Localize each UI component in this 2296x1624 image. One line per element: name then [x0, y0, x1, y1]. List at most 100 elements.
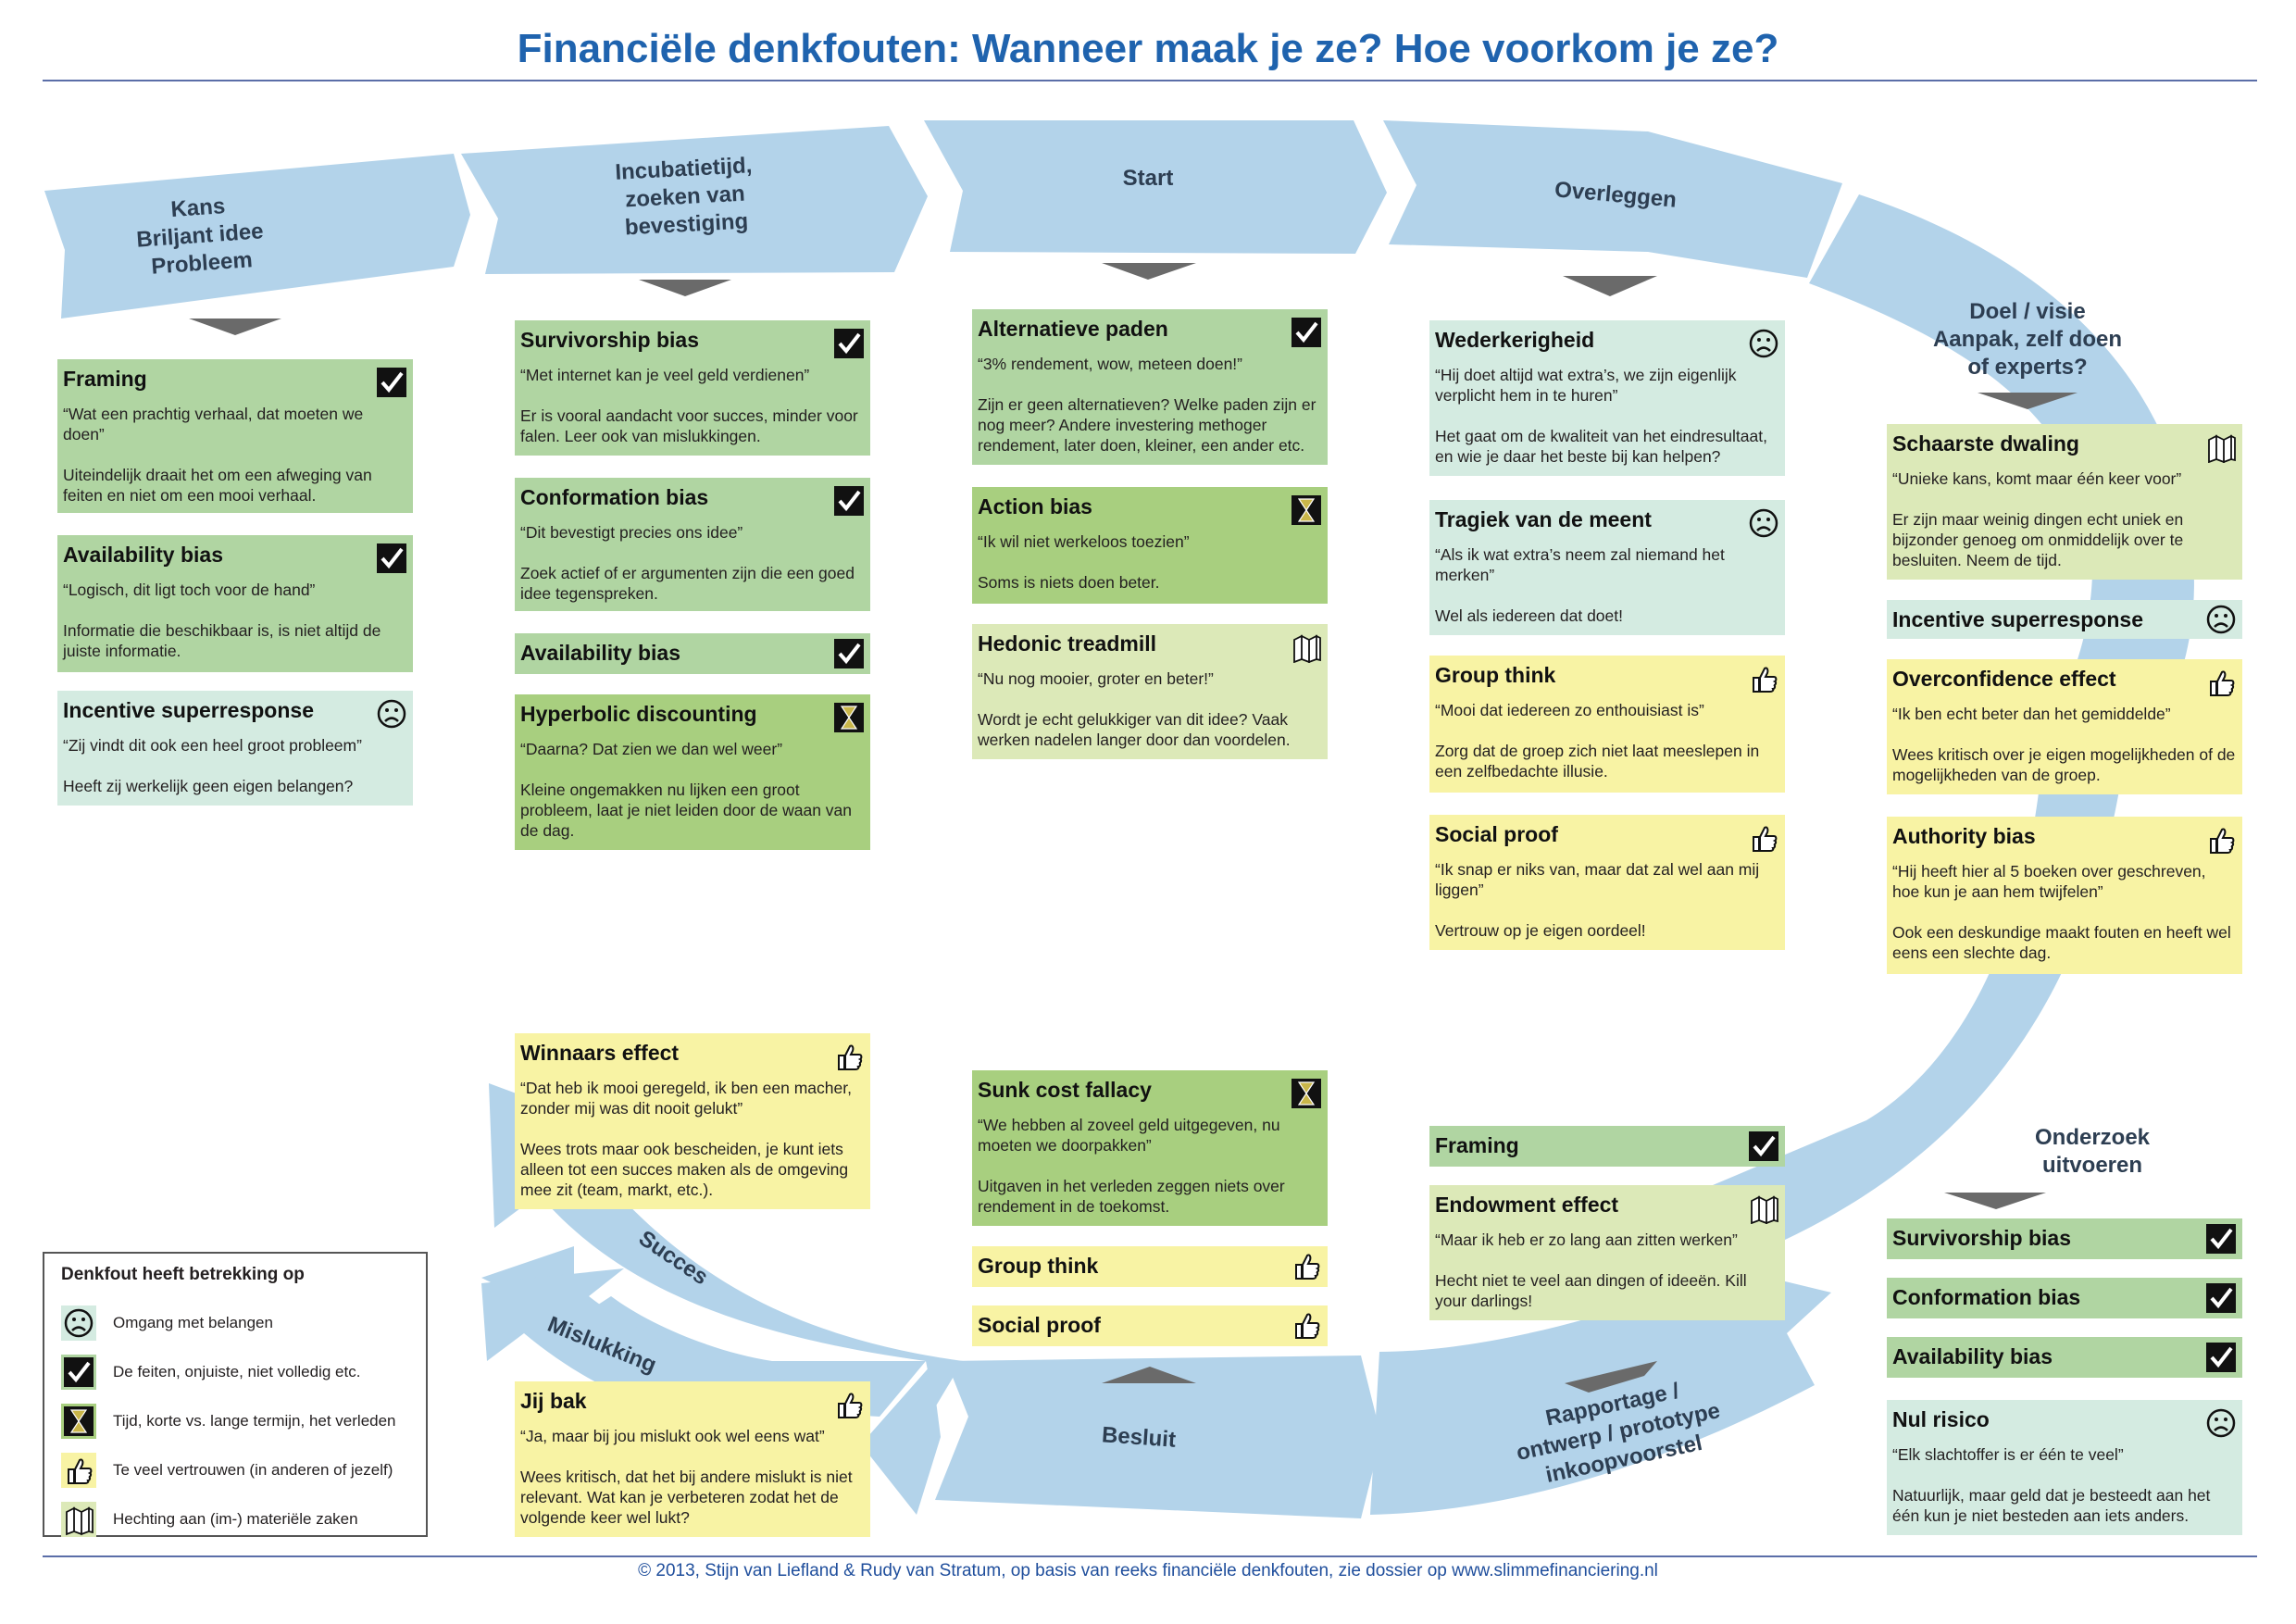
card-authority-bias: Authority bias “Hij heeft hier al 5 boek…	[1887, 817, 2242, 974]
frown-icon	[1749, 508, 1778, 538]
frown-icon	[1749, 329, 1778, 358]
card-title: Hedonic treadmill	[978, 631, 1156, 656]
frown-icon	[64, 1308, 94, 1337]
card-body: Zijn er geen alternatieven? Welke paden …	[978, 395, 1316, 455]
card-group-think-2: Group think	[972, 1246, 1328, 1287]
check-icon	[1291, 317, 1322, 348]
card-group-think-1: Group think “Mooi dat iedereen zo enthou…	[1429, 656, 1785, 793]
card-conformation-bias-1: Conformation bias “Dit bevestigt precies…	[515, 478, 870, 611]
card-body: Vertrouw op je eigen oordeel!	[1435, 921, 1646, 940]
frown-icon	[377, 699, 406, 729]
card-endowment-effect: Endowment effect “Maar ik heb er zo lang…	[1429, 1185, 1785, 1320]
card-quote: “Maar ik heb er zo lang aan zitten werke…	[1435, 1230, 1738, 1249]
check-icon	[376, 367, 407, 398]
card-title: Conformation bias	[520, 485, 709, 509]
card-hyperbolic-discounting: Hyperbolic discounting “Daarna? Dat zien…	[515, 694, 870, 850]
top-rule	[43, 80, 2257, 81]
check-icon	[833, 485, 865, 517]
card-body: Zorg dat de groep zich niet laat meeslep…	[1435, 742, 1760, 781]
books-icon	[1293, 635, 1321, 663]
card-sunk-cost-fallacy: Sunk cost fallacy “We hebben al zoveel g…	[972, 1070, 1328, 1226]
card-framing-1: Framing “Wat een prachtig verhaal, dat m…	[57, 359, 413, 513]
card-quote: “Elk slachtoffer is er één te veel”	[1892, 1445, 2124, 1464]
card-quote: “Met internet kan je veel geld verdienen…	[520, 366, 810, 384]
hourglass-icon	[1291, 1078, 1322, 1109]
thumb-icon	[1753, 667, 1778, 693]
card-quote: “We hebben al zoveel geld uitgegeven, nu…	[978, 1116, 1280, 1155]
legend-row-materieel: Hechting aan (im-) materiële zaken	[61, 1494, 409, 1543]
card-quote: “Als ik wat extra’s neem zal niemand het…	[1435, 545, 1725, 584]
legend-label: De feiten, onjuiste, niet volledig etc.	[113, 1362, 361, 1380]
check-icon	[62, 1355, 95, 1389]
card-quote: “Logisch, dit ligt toch voor de hand”	[63, 581, 316, 599]
card-overconfidence-effect: Overconfidence effect “Ik ben echt beter…	[1887, 659, 2242, 794]
card-wederkerigheid: Wederkerigheid “Hij doet altijd wat extr…	[1429, 320, 1785, 476]
card-title: Survivorship bias	[520, 328, 700, 352]
check-icon	[833, 638, 865, 669]
card-social-proof-1: Social proof “Ik snap er niks van, maar …	[1429, 815, 1785, 950]
card-quote: “Ik ben echt beter dan het gemiddelde”	[1892, 705, 2171, 723]
card-incentive-superresponse-2: Incentive superresponse	[1887, 600, 2242, 639]
card-survivorship-bias-1: Survivorship bias “Met internet kan je v…	[515, 320, 870, 456]
card-body: Ook een deskundige maakt fouten en heeft…	[1892, 923, 2231, 962]
legend-swatch	[61, 1305, 96, 1341]
card-survivorship-bias-2: Survivorship bias	[1887, 1218, 2242, 1259]
page-title: Financiële denkfouten: Wanneer maak je z…	[517, 26, 1779, 71]
thumb-icon	[838, 1393, 863, 1418]
thumb-icon	[1753, 826, 1778, 852]
card-quote: “Hij doet altijd wat extra’s, we zijn ei…	[1435, 366, 1737, 405]
card-body: Er zijn maar weinig dingen echt uniek en…	[1892, 510, 2184, 569]
card-nul-risico: Nul risico “Elk slachtoffer is er één te…	[1887, 1400, 2242, 1535]
stage-start: Start	[1122, 166, 1174, 191]
legend-title: Denkfout heeft betrekking op	[61, 1265, 305, 1284]
card-title: Endowment effect	[1435, 1193, 1619, 1217]
card-body: Hecht niet te veel aan dingen of ideeën.…	[1435, 1271, 1747, 1310]
card-quote: “3% rendement, wow, meteen doen!”	[978, 355, 1242, 373]
card-availability-bias-2: Availability bias	[515, 633, 870, 674]
stage-incubatie: Incubatietijd, zoeken van bevestiging	[614, 153, 754, 241]
stage-doel: Doel / visie Aanpak, zelf doen of expert…	[1932, 299, 2123, 380]
card-quote: “Ik wil niet werkeloos toezien”	[978, 532, 1190, 551]
books-icon	[2208, 435, 2236, 463]
card-title: Social proof	[978, 1313, 1101, 1337]
thumb-icon	[1295, 1313, 1320, 1339]
card-title: Social proof	[1435, 822, 1558, 846]
legend-swatch	[61, 1452, 96, 1488]
card-body: Wees kritisch, dat het bij andere misluk…	[520, 1468, 853, 1527]
stage-onderzoek: Onderzoek uitvoeren	[2034, 1125, 2151, 1178]
card-title: Framing	[63, 367, 147, 391]
card-title: Incentive superresponse	[1892, 607, 2143, 631]
card-framing-2: Framing	[1429, 1126, 1785, 1167]
card-body: Wel als iedereen dat doet!	[1435, 606, 1624, 625]
card-title: Winnaars effect	[520, 1041, 680, 1065]
check-icon	[2205, 1342, 2237, 1373]
books-icon	[66, 1506, 94, 1535]
card-body: Wordt je echt gelukkiger van dit idee? V…	[978, 710, 1291, 749]
check-icon	[376, 543, 407, 574]
hourglass-icon	[1291, 494, 1322, 526]
card-quote: “Ik snap er niks van, maar dat zal wel a…	[1435, 860, 1760, 899]
card-body: Wees trots maar ook bescheiden, je kunt …	[520, 1140, 849, 1199]
card-title: Tragiek van de meent	[1435, 507, 1652, 531]
thumb-icon	[68, 1457, 93, 1484]
check-icon	[833, 328, 865, 359]
card-title: Wederkerigheid	[1435, 328, 1595, 352]
card-title: Survivorship bias	[1892, 1226, 2072, 1250]
card-quote: “Unieke kans, komt maar één keer voor”	[1892, 469, 2182, 488]
legend-swatch	[61, 1403, 96, 1439]
stage-kans: Kans Briljant idee Probleem	[135, 194, 265, 280]
card-title: Alternatieve paden	[978, 317, 1168, 341]
card-quote: “Nu nog mooier, groter en beter!”	[978, 669, 1214, 688]
legend-label: Omgang met belangen	[113, 1313, 273, 1331]
legend-row-tijd: Tijd, korte vs. lange termijn, het verle…	[61, 1396, 409, 1445]
thumb-icon	[838, 1044, 863, 1070]
card-quote: “Daarna? Dat zien we dan wel weer”	[520, 740, 783, 758]
card-title: Action bias	[978, 494, 1092, 518]
card-availability-bias-3: Availability bias	[1887, 1337, 2242, 1378]
card-tragiek-van-de-meent: Tragiek van de meent “Als ik wat extra’s…	[1429, 500, 1785, 635]
card-hedonic-treadmill: Hedonic treadmill “Nu nog mooier, groter…	[972, 624, 1328, 759]
card-quote: “Dit bevestigt precies ons idee”	[520, 523, 743, 542]
card-title: Group think	[1435, 663, 1556, 687]
check-icon	[1748, 1131, 1779, 1162]
card-title: Availability bias	[63, 543, 223, 567]
